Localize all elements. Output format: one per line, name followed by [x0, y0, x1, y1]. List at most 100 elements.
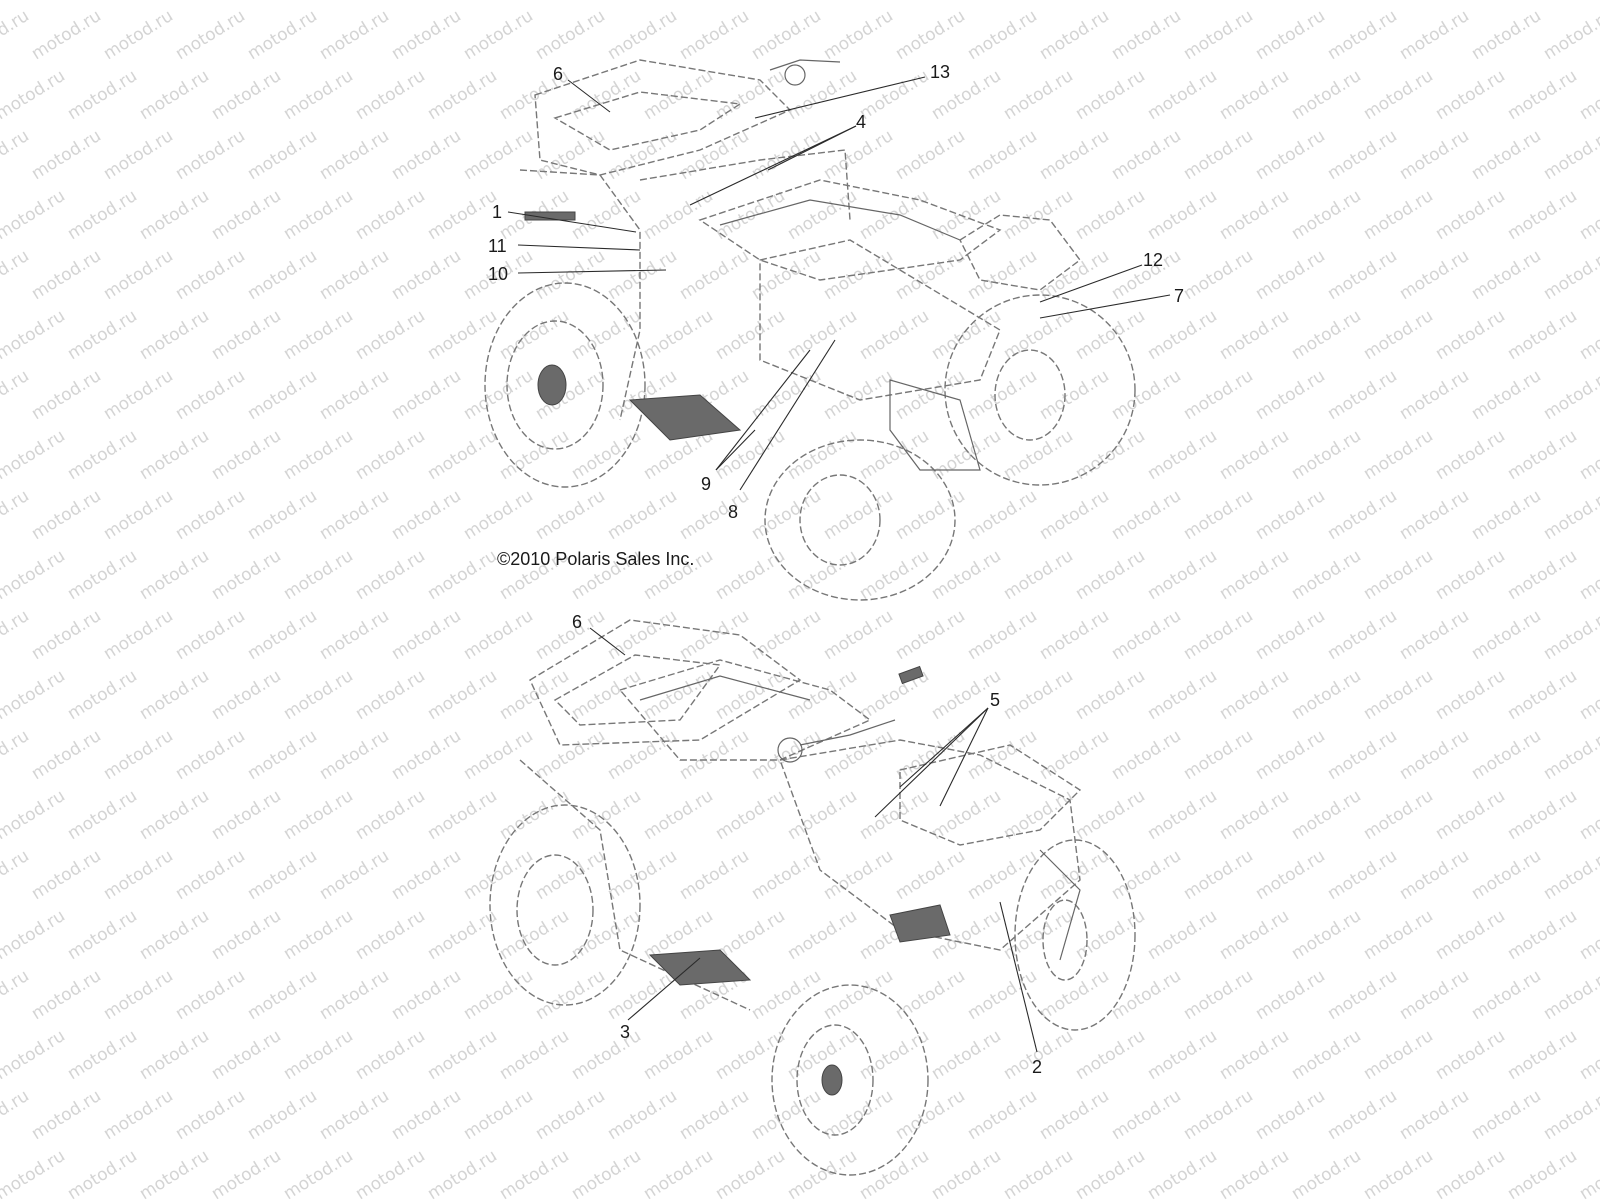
- watermark-text: motod.ru: [856, 786, 933, 844]
- watermark-text: motod.ru: [0, 0, 69, 4]
- watermark-text: motod.ru: [820, 6, 897, 64]
- callout-6-bottom: 6: [572, 612, 582, 632]
- watermark-text: motod.ru: [532, 126, 609, 184]
- watermark-text: motod.ru: [1288, 546, 1365, 604]
- watermark-text: motod.ru: [604, 126, 681, 184]
- watermark-text: motod.ru: [280, 906, 357, 964]
- watermark-text: motod.ru: [640, 1026, 717, 1084]
- watermark-text: motod.ru: [28, 366, 105, 424]
- atv-bottom-illustration: [489, 619, 1136, 1176]
- watermark-text: motod.ru: [928, 0, 1005, 4]
- watermark-text: motod.ru: [1432, 666, 1509, 724]
- watermark-text: motod.ru: [1432, 66, 1509, 124]
- watermark-text: motod.ru: [568, 306, 645, 364]
- watermark-text: motod.ru: [1324, 726, 1401, 784]
- watermark-text: motod.ru: [1144, 186, 1221, 244]
- watermark-text: motod.ru: [316, 366, 393, 424]
- watermark-text: motod.ru: [388, 126, 465, 184]
- watermark-text: motod.ru: [1468, 366, 1545, 424]
- watermark-text: motod.ru: [1000, 66, 1077, 124]
- watermark-text: motod.ru: [172, 726, 249, 784]
- watermark-text: motod.ru: [1540, 966, 1600, 1024]
- watermark-text: motod.ru: [820, 606, 897, 664]
- watermark-text: motod.ru: [1216, 306, 1293, 364]
- watermark-text: motod.ru: [1360, 906, 1437, 964]
- watermark-text: motod.ru: [1468, 1086, 1545, 1144]
- watermark-text: motod.ru: [1000, 1146, 1077, 1200]
- watermark-text: motod.ru: [676, 1086, 753, 1144]
- watermark-text: motod.ru: [388, 726, 465, 784]
- watermark-text: motod.ru: [1360, 66, 1437, 124]
- top-leader-lines: [507, 76, 1171, 491]
- watermark-text: motod.ru: [892, 246, 969, 304]
- watermark-text: motod.ru: [604, 246, 681, 304]
- watermark-text: motod.ru: [1468, 606, 1545, 664]
- watermark-text: motod.ru: [1540, 846, 1600, 904]
- watermark-text: motod.ru: [1324, 6, 1401, 64]
- watermark-text: motod.ru: [964, 1086, 1041, 1144]
- watermark-text: motod.ru: [100, 486, 177, 544]
- watermark-text: motod.ru: [1540, 246, 1600, 304]
- callout-8: 8: [728, 502, 738, 522]
- watermark-text: motod.ru: [784, 306, 861, 364]
- watermark-text: motod.ru: [568, 66, 645, 124]
- watermark-text: motod.ru: [28, 126, 105, 184]
- watermark-text: motod.ru: [136, 306, 213, 364]
- watermark-text: motod.ru: [1576, 1026, 1600, 1084]
- watermark-text: motod.ru: [1504, 66, 1581, 124]
- watermark-text: motod.ru: [1396, 846, 1473, 904]
- watermark-text: motod.ru: [208, 666, 285, 724]
- watermark-text: motod.ru: [820, 846, 897, 904]
- watermark-text: motod.ru: [1576, 666, 1600, 724]
- watermark-text: motod.ru: [1576, 546, 1600, 604]
- watermark-text: motod.ru: [424, 426, 501, 484]
- watermark-text: motod.ru: [1252, 1086, 1329, 1144]
- watermark-text: motod.ru: [136, 1026, 213, 1084]
- watermark-text: motod.ru: [1360, 426, 1437, 484]
- watermark-text: motod.ru: [28, 6, 105, 64]
- watermark-text: motod.ru: [1360, 546, 1437, 604]
- watermark-text: motod.ru: [244, 486, 321, 544]
- watermark-text: motod.ru: [1144, 66, 1221, 124]
- watermark-text: motod.ru: [460, 366, 537, 424]
- watermark-text: motod.ru: [928, 786, 1005, 844]
- watermark-text: motod.ru: [1432, 306, 1509, 364]
- watermark-text: motod.ru: [1072, 1026, 1149, 1084]
- watermark-text: motod.ru: [280, 546, 357, 604]
- watermark-text: motod.ru: [0, 726, 33, 784]
- watermark-text: motod.ru: [1036, 126, 1113, 184]
- watermark-text: motod.ru: [568, 666, 645, 724]
- watermark-text: motod.ru: [28, 966, 105, 1024]
- watermark-text: motod.ru: [1504, 306, 1581, 364]
- watermark-text: motod.ru: [532, 606, 609, 664]
- watermark-text: motod.ru: [244, 966, 321, 1024]
- watermark-text: motod.ru: [1072, 66, 1149, 124]
- watermark-text: motod.ru: [1144, 426, 1221, 484]
- callout-1: 1: [492, 202, 502, 222]
- watermark-text: motod.ru: [1252, 126, 1329, 184]
- watermark-text: motod.ru: [1324, 246, 1401, 304]
- callout-5: 5: [990, 690, 1000, 710]
- watermark-text: motod.ru: [0, 666, 69, 724]
- watermark-text: motod.ru: [676, 246, 753, 304]
- watermark-text: motod.ru: [1000, 546, 1077, 604]
- watermark-text: motod.ru: [136, 666, 213, 724]
- watermark-text: motod.ru: [388, 366, 465, 424]
- watermark-text: motod.ru: [1180, 606, 1257, 664]
- watermark-text: motod.ru: [1576, 426, 1600, 484]
- watermark-text: motod.ru: [1180, 726, 1257, 784]
- watermark-text: motod.ru: [424, 786, 501, 844]
- watermark-text: motod.ru: [1144, 306, 1221, 364]
- watermark-text: motod.ru: [1540, 606, 1600, 664]
- watermark-text: motod.ru: [1144, 666, 1221, 724]
- watermark-text: motod.ru: [1540, 126, 1600, 184]
- callout-9: 9: [701, 474, 711, 494]
- watermark-text: motod.ru: [1000, 186, 1077, 244]
- watermark-text: motod.ru: [28, 846, 105, 904]
- watermark-text: motod.ru: [1396, 126, 1473, 184]
- watermark-text: motod.ru: [424, 1026, 501, 1084]
- watermark-text: motod.ru: [784, 546, 861, 604]
- watermark-text: motod.ru: [100, 126, 177, 184]
- watermark-text: motod.ru: [856, 1146, 933, 1200]
- watermark-text: motod.ru: [712, 546, 789, 604]
